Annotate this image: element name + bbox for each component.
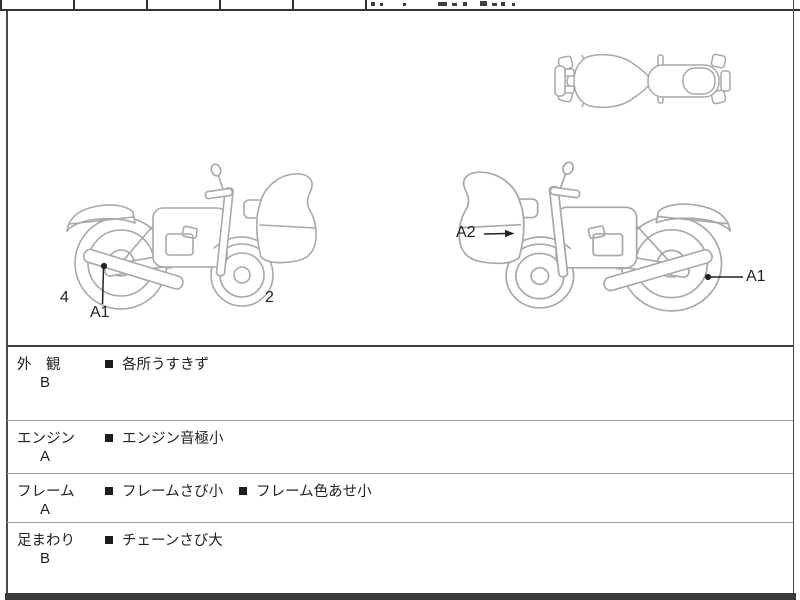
motorcycle-left-side-view-drawing [58, 162, 320, 310]
page-border-left [6, 11, 8, 593]
note-item: 各所うすきず [105, 353, 209, 374]
header-column-line [146, 0, 148, 9]
clipped-header-text-fragments [371, 1, 515, 6]
grade-value: B [40, 550, 51, 567]
note-text: フレーム色あせ小 [256, 484, 372, 500]
wheel-number-label: 2 [265, 289, 274, 306]
grade-value: B [40, 374, 51, 391]
inspection-row-exterior: 外 観 B 各所うすきず [7, 345, 793, 422]
page-border-right [792, 0, 794, 593]
category-label: 足まわり [17, 533, 75, 549]
note-text: 各所うすきず [122, 357, 209, 373]
motorcycle-top-view-drawing [543, 40, 735, 118]
category-label: 外 観 [17, 357, 61, 373]
header-column-line [292, 0, 294, 9]
inspection-row-frame: フレーム A フレームさび小 フレーム色あせ小 [7, 473, 793, 523]
note-item: フレーム色あせ小 [239, 480, 372, 501]
grade-value: A [40, 448, 51, 465]
motorcycle-right-side-view-drawing [455, 160, 740, 312]
header-column-line [219, 0, 221, 9]
note-text: チェーンさび大 [122, 533, 223, 549]
bullet-square-icon [105, 486, 113, 495]
bullet-square-icon [105, 535, 113, 544]
inspection-row-undercarriage: 足まわり B チェーンさび大 [7, 522, 793, 594]
header-column-line [365, 0, 367, 9]
damage-code-label: A1 [746, 268, 766, 285]
grade-value: A [40, 501, 51, 518]
category-label: エンジン [17, 431, 75, 447]
damage-code-label: A1 [90, 304, 110, 321]
inspection-row-engine: エンジン A エンジン音極小 [7, 420, 793, 474]
damage-code-label: A2 [456, 224, 476, 241]
bullet-square-icon [239, 486, 248, 495]
header-bottom-border [0, 8, 800, 11]
note-item: エンジン音極小 [105, 427, 224, 448]
bullet-square-icon [105, 359, 113, 368]
page-border-bottom [5, 593, 796, 600]
header-column-line [0, 0, 2, 9]
note-text: エンジン音極小 [122, 431, 224, 447]
note-item: フレームさび小 [105, 480, 223, 501]
note-item: チェーンさび大 [105, 529, 223, 550]
category-label: フレーム [17, 484, 75, 500]
bullet-square-icon [105, 433, 113, 442]
wheel-number-label: 4 [60, 289, 69, 306]
note-text: フレームさび小 [122, 484, 224, 500]
header-column-line [73, 0, 75, 9]
